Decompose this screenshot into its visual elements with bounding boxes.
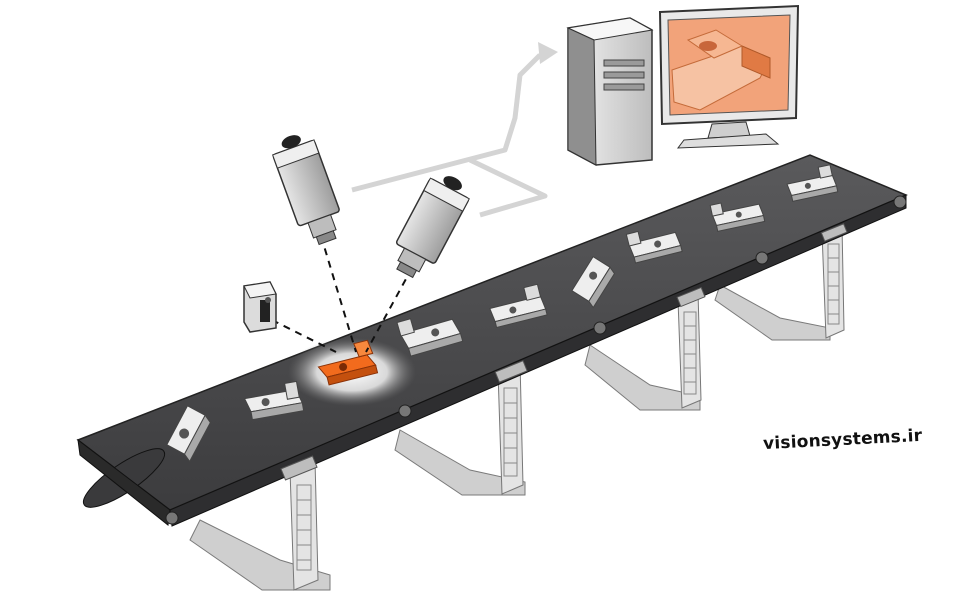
proximity-sensor-icon xyxy=(243,281,277,333)
machined-part xyxy=(396,318,464,357)
parts-on-belt xyxy=(166,164,839,463)
conveyor-belt xyxy=(76,154,908,527)
machined-part xyxy=(243,380,305,421)
desktop-tower-icon xyxy=(566,17,654,166)
machined-part xyxy=(786,164,839,202)
camera-sight-lines xyxy=(271,235,413,353)
industrial-camera-icon xyxy=(272,135,340,246)
machined-part xyxy=(166,405,211,463)
screen-part-render xyxy=(671,29,771,111)
support-leg xyxy=(714,224,845,341)
inspected-part-highlighted xyxy=(317,339,379,386)
machined-part xyxy=(571,256,616,309)
support-leg xyxy=(394,361,526,496)
support-leg xyxy=(189,459,331,591)
support-leg xyxy=(584,291,702,411)
machined-part xyxy=(709,202,766,232)
conveyor-support-legs xyxy=(189,224,845,591)
machined-part xyxy=(625,230,683,264)
monitor-icon xyxy=(658,4,800,149)
signal-arrow-icon xyxy=(538,42,558,64)
signal-cable xyxy=(351,53,548,218)
machined-part xyxy=(489,283,548,329)
industrial-camera-icon xyxy=(395,176,470,279)
